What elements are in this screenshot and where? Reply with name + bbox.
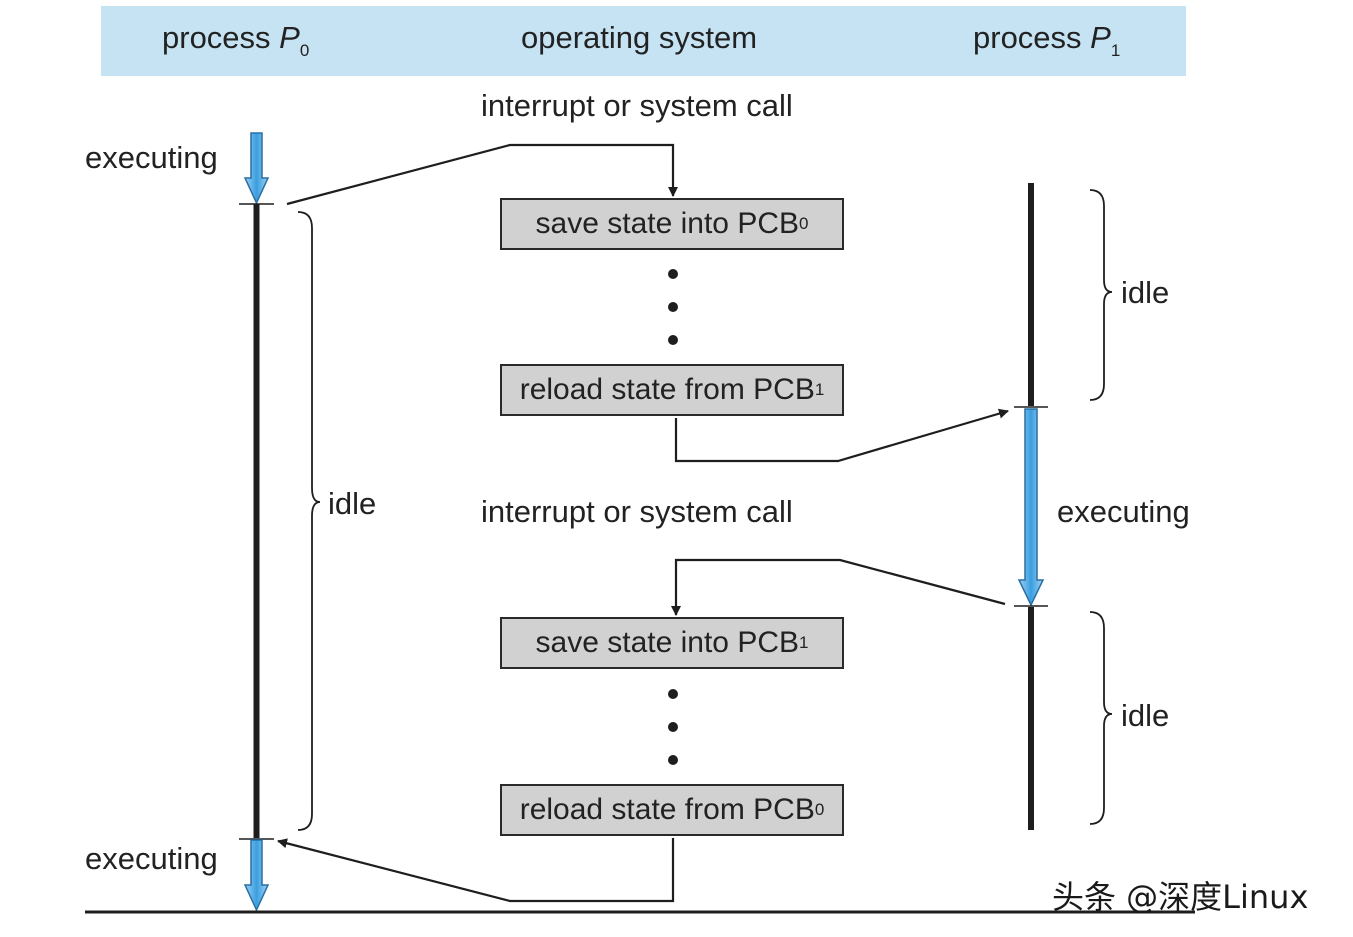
- watermark: 头条 @深度Linux: [1052, 878, 1309, 916]
- p0-idle-brace: [297, 211, 321, 831]
- flow-arrows: [277, 143, 1009, 903]
- p1-idle-label-top: idle: [1121, 275, 1170, 310]
- interrupt-label-top: interrupt or system call: [481, 88, 793, 123]
- arrow-reload-pcb1-to-p1: [674, 408, 1009, 463]
- p1-idle-brace-bottom: [1089, 611, 1113, 825]
- p1-executing-arrow: [1017, 408, 1045, 607]
- arrow-reload-pcb0-to-p0: [277, 838, 675, 903]
- p1-idle-label-bottom: idle: [1121, 698, 1170, 733]
- p1-idle-brace-top: [1089, 189, 1113, 401]
- header-band: [101, 6, 1186, 76]
- p0-executing-arrow-top: [243, 132, 270, 205]
- p0-executing-label-top: executing: [85, 140, 218, 175]
- p1-timeline: [1014, 183, 1113, 830]
- interrupt-label-mid: interrupt or system call: [481, 494, 793, 529]
- header-process-p0: process P0: [162, 20, 310, 60]
- header-process-p1: process P1: [973, 20, 1121, 60]
- p0-executing-arrow-bottom: [243, 839, 270, 912]
- p0-executing-label-bottom: executing: [85, 841, 218, 876]
- p0-timeline: [239, 132, 321, 912]
- p1-executing-label: executing: [1057, 494, 1190, 529]
- arrow-p1-to-save-pcb1: [671, 558, 1006, 616]
- os-ellipsis-dots: [668, 269, 678, 765]
- header-operating-system: operating system: [521, 20, 758, 55]
- arrow-p0-to-save-pcb0: [286, 143, 678, 206]
- p0-idle-label: idle: [328, 486, 377, 521]
